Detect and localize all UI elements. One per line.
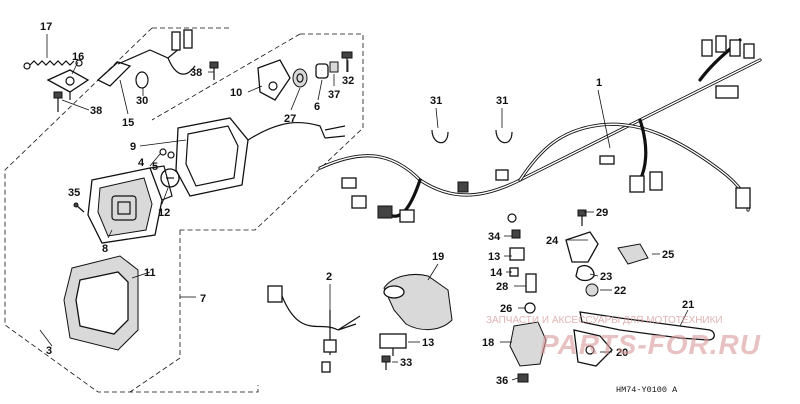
- callout-8: 8: [102, 243, 108, 255]
- callout-22: 22: [614, 285, 626, 297]
- callout-28: 28: [496, 281, 508, 293]
- relay-part: [509, 247, 525, 261]
- spring-part: [23, 59, 83, 70]
- callout-5: 5: [152, 161, 158, 173]
- callout-38: 38: [190, 67, 202, 79]
- callout-35: 35: [68, 187, 80, 199]
- washer-part: [524, 302, 536, 314]
- bolt-part: [381, 355, 391, 370]
- group-frame-3: [4, 27, 259, 393]
- callout-16: 16: [72, 51, 84, 63]
- watermark-logo: PARTS-FOR.RU: [540, 329, 761, 360]
- diagram-code: HM74-Y0100 A: [616, 385, 678, 395]
- callout-37: 37: [328, 89, 340, 101]
- callout-21: 21: [682, 299, 694, 311]
- relay-part: [379, 333, 407, 356]
- callout-26: 26: [500, 303, 512, 315]
- bulb-part: [160, 168, 180, 188]
- callout-23: 23: [600, 271, 612, 283]
- callout-36: 36: [496, 375, 508, 387]
- bulb-socket-part: [159, 148, 175, 159]
- callout-11: 11: [144, 267, 156, 279]
- holder-part: [585, 283, 599, 297]
- headlight-case-part: [175, 117, 346, 197]
- collar-part: [315, 63, 329, 79]
- callout-27: 27: [284, 113, 296, 125]
- callout-18: 18: [482, 337, 494, 349]
- callout-9: 9: [130, 141, 136, 153]
- watermark: ЗАПЧАСТИ И АКСЕССУАРЫ ДЛЯ МОТОТЕХНИКИ PA…: [486, 315, 761, 360]
- callout-13: 13: [488, 251, 500, 263]
- callout-34: 34: [488, 231, 501, 243]
- screw-part: [577, 209, 587, 226]
- lever-holder-part: [573, 329, 613, 367]
- lever-part: [579, 311, 715, 341]
- harness-connectors: [341, 35, 755, 223]
- callout-33: 33: [400, 357, 412, 369]
- callout-13: 13: [422, 337, 434, 349]
- callout-14: 14: [490, 267, 503, 279]
- screw-part: [341, 51, 353, 72]
- callout-labels: 17 16 38 15 30 38 10 27 6 37 32 9 4 5 12…: [40, 21, 694, 387]
- stay-bracket-part: [46, 69, 90, 100]
- callout-7: 7: [200, 293, 206, 305]
- callout-30: 30: [136, 95, 148, 107]
- callout-15: 15: [122, 117, 134, 129]
- callout-31: 31: [430, 95, 442, 107]
- bolt-part: [53, 91, 63, 112]
- cover-part: [383, 274, 453, 330]
- leader-lines: [39, 34, 689, 381]
- callout-32: 32: [342, 75, 354, 87]
- callout-4: 4: [138, 157, 145, 169]
- callout-20: 20: [616, 347, 628, 359]
- pin-part: [525, 273, 537, 293]
- callout-12: 12: [158, 207, 170, 219]
- grommet-part: [292, 68, 308, 88]
- harness-clamp-part: [431, 129, 513, 144]
- group-frame-7: [129, 33, 364, 393]
- callout-25: 25: [662, 249, 674, 261]
- callout-2: 2: [326, 271, 332, 283]
- master-cylinder-part: [509, 321, 547, 367]
- headlight-bracket-part: [257, 59, 291, 101]
- headlight-rim-part: [63, 255, 139, 351]
- bolt-part: [209, 61, 219, 80]
- sub-harness-part: [267, 285, 361, 373]
- nut-part: [329, 61, 339, 73]
- callout-24: 24: [546, 235, 559, 247]
- nut-part: [511, 229, 521, 239]
- callout-1: 1: [596, 77, 602, 89]
- headlight-unit-part: [87, 165, 173, 244]
- bolt-part: [517, 373, 529, 383]
- callout-19: 19: [432, 251, 444, 263]
- callout-29: 29: [596, 207, 608, 219]
- lever-cover-part: [617, 243, 649, 265]
- lever-bracket-part: [565, 231, 599, 263]
- screw-part: [73, 202, 85, 213]
- callout-31: 31: [496, 95, 508, 107]
- switch-cable-part: [96, 29, 196, 89]
- watermark-tagline: ЗАПЧАСТИ И АКСЕССУАРЫ ДЛЯ МОТОТЕХНИКИ: [486, 315, 723, 326]
- callout-6: 6: [314, 101, 320, 113]
- callout-38: 38: [90, 105, 102, 117]
- callout-3: 3: [46, 345, 52, 357]
- callout-10: 10: [230, 87, 242, 99]
- main-harness-part: [318, 38, 762, 218]
- callout-17: 17: [40, 21, 52, 33]
- switch-part: [575, 264, 595, 282]
